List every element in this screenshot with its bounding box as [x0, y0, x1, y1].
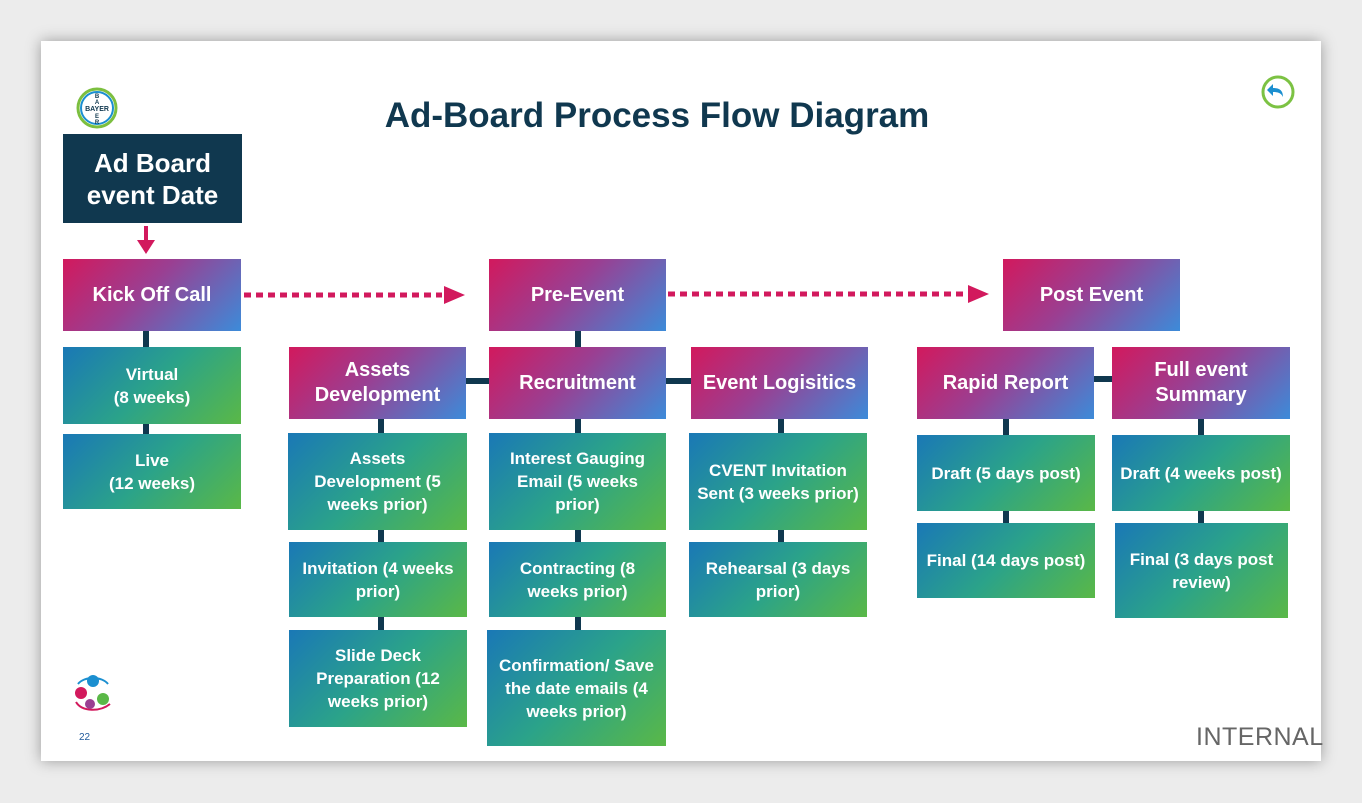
assets-item: Assets Development (5 weeks prior) — [288, 433, 467, 530]
connector — [1094, 376, 1114, 382]
phase-pre-event: Pre-Event — [489, 259, 666, 331]
back-arrow-icon[interactable] — [1261, 75, 1295, 109]
community-logo-icon — [75, 675, 111, 711]
phase-post-event: Post Event — [1003, 259, 1180, 331]
rapid-report-item: Final (14 days post) — [917, 523, 1095, 598]
down-arrow-icon — [137, 226, 155, 254]
phase-kickoff-call: Kick Off Call — [63, 259, 241, 331]
connector — [143, 331, 149, 347]
connector — [575, 331, 581, 347]
kickoff-item-live: Live (12 weeks) — [63, 434, 241, 509]
connector — [778, 530, 784, 542]
svg-text:B: B — [95, 94, 100, 100]
connector — [378, 617, 384, 630]
connector — [378, 530, 384, 542]
connector — [143, 424, 149, 434]
assets-item: Slide Deck Preparation (12 weeks prior) — [289, 630, 467, 727]
connector — [575, 419, 581, 433]
recruitment-item: Interest Gauging Email (5 weeks prior) — [489, 433, 666, 530]
connector — [1003, 511, 1009, 523]
event-date-box: Ad Board event Date — [63, 134, 242, 223]
connector — [1003, 419, 1009, 435]
assets-item: Invitation (4 weeks prior) — [289, 542, 467, 617]
svg-text:E: E — [95, 114, 99, 120]
logistics-item: Rehearsal (3 days prior) — [689, 542, 867, 617]
logistics-item: CVENT Invitation Sent (3 weeks prior) — [689, 433, 867, 530]
connector — [1198, 511, 1204, 523]
rapid-report-item: Draft (5 days post) — [917, 435, 1095, 511]
full-summary-item: Final (3 days post review) — [1115, 523, 1288, 618]
category-recruitment: Recruitment — [489, 347, 666, 419]
category-rapid-report: Rapid Report — [917, 347, 1094, 419]
connector — [1198, 419, 1204, 435]
category-full-event-summary: Full event Summary — [1112, 347, 1290, 419]
svg-text:R: R — [95, 120, 100, 126]
recruitment-item: Contracting (8 weeks prior) — [489, 542, 666, 617]
svg-text:A: A — [95, 100, 100, 106]
page-title: Ad-Board Process Flow Diagram — [384, 96, 930, 135]
dashed-arrow-icon — [244, 286, 465, 304]
full-summary-item: Draft (4 weeks post) — [1112, 435, 1290, 511]
page-number: 22 — [79, 732, 91, 743]
bayer-logo-icon: BAYER B A E R — [76, 87, 118, 129]
connector — [778, 419, 784, 433]
category-event-logistics: Event Logisitics — [691, 347, 868, 419]
kickoff-item-virtual: Virtual (8 weeks) — [63, 347, 241, 424]
dashed-arrow-icon — [668, 285, 989, 303]
connector — [575, 530, 581, 542]
logo-text-horizontal: BAYER — [85, 106, 109, 113]
slide — [41, 41, 1321, 761]
recruitment-item: Confirmation/ Save the date emails (4 we… — [487, 630, 666, 746]
category-assets-development: Assets Development — [289, 347, 466, 419]
classification-label: INTERNAL — [1196, 723, 1324, 751]
connector — [575, 617, 581, 630]
connector — [378, 419, 384, 433]
